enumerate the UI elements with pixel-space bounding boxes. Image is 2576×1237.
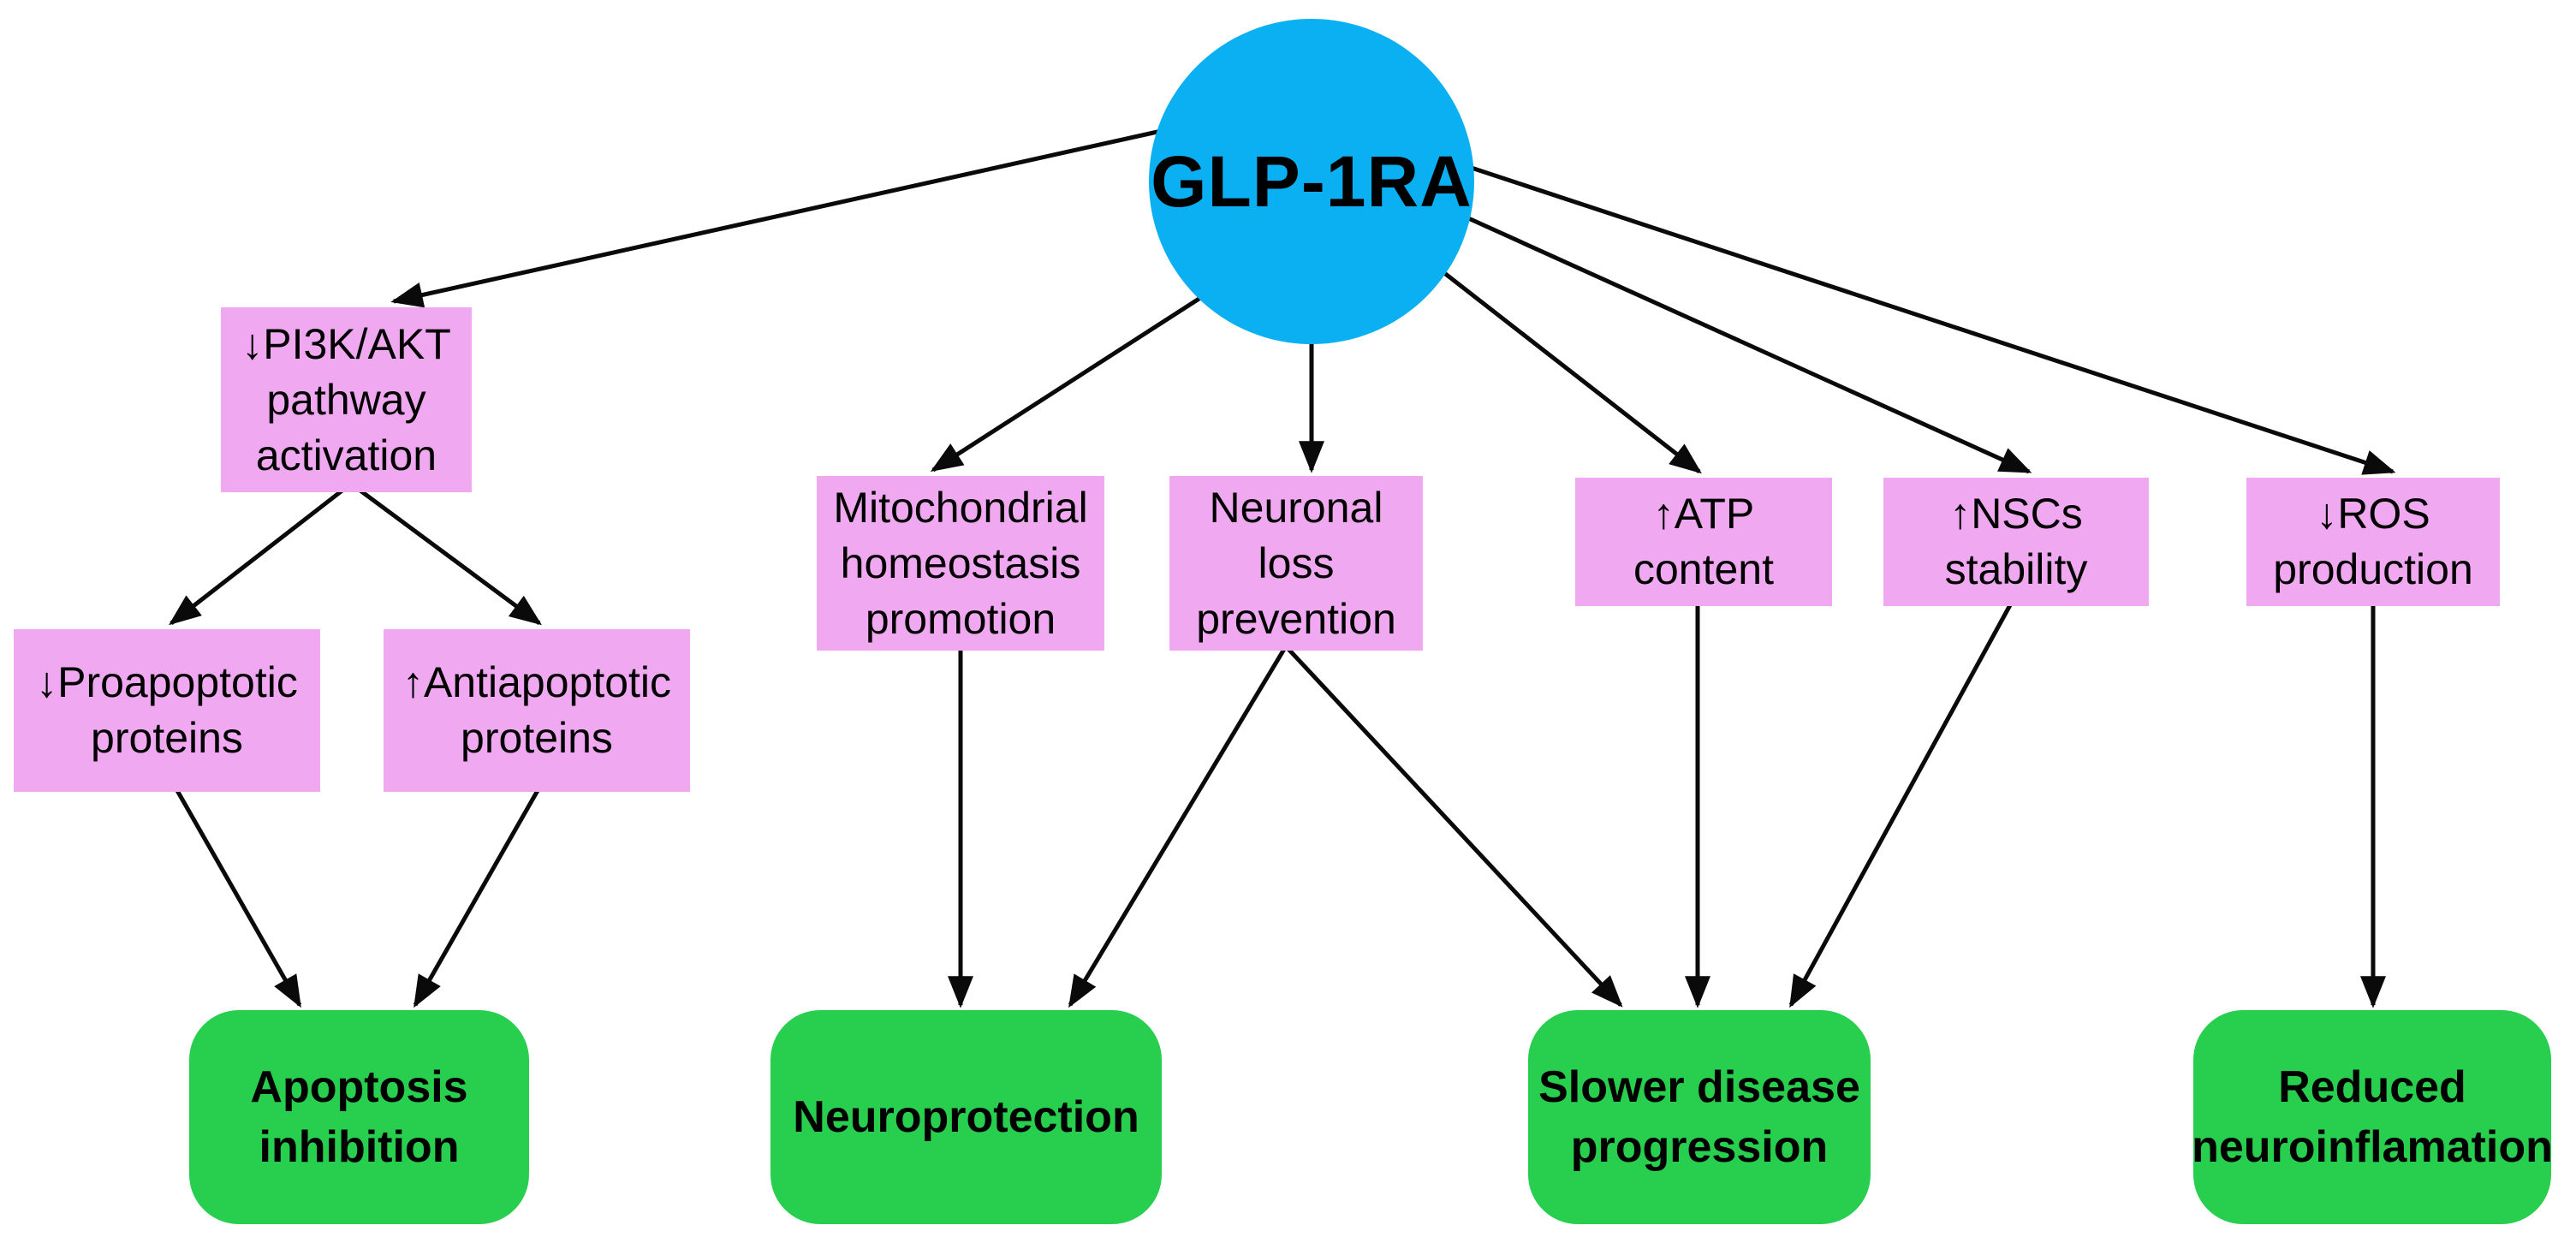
node-apoptosis-inhibition: Apoptosis inhibition <box>189 1010 529 1224</box>
arrow-antiapoptotic-to-apoptosis <box>413 786 542 1008</box>
arrow-pi3k-to-antiapoptotic <box>349 481 543 626</box>
node-atp-content: ↑ATP content <box>1575 478 1832 606</box>
node-reduced-neuroinflamation: Reduced neuroinflamation <box>2192 1010 2553 1224</box>
arrow-glp1ra-to-atp <box>1411 247 1702 474</box>
node-antiapoptotic-proteins: ↑Antiapoptotic proteins <box>384 629 690 792</box>
node-ros-production: ↓ROS production <box>2246 478 2500 606</box>
arrow-neuronal-to-neuroprotection <box>1068 645 1288 1008</box>
node-neuronal-loss-prevention: Neuronal loss prevention <box>1169 476 1423 651</box>
arrow-glp1ra-to-ros <box>1416 147 2396 475</box>
arrow-pi3k-to-proapoptotic <box>169 482 353 626</box>
node-mitochondrial-homeostasis: Mitochondrial homeostasis promotion <box>817 476 1104 651</box>
arrow-glp1ra-to-mitochondrial <box>930 280 1226 473</box>
node-pi3k-akt-pathway: ↓PI3K/AKT pathway activation <box>221 307 472 492</box>
arrow-proapoptotic-to-apoptosis <box>173 786 302 1008</box>
node-slower-disease-progression: Slower disease progression <box>1528 1010 1871 1224</box>
arrow-nscs-to-slower <box>1788 602 2014 1008</box>
node-neuroprotection: Neuroprotection <box>770 1010 1162 1224</box>
node-nscs-stability: ↑NSCs stability <box>1883 478 2149 606</box>
arrow-neuronal-to-slower <box>1284 645 1623 1008</box>
arrow-glp1ra-to-pi3k <box>390 126 1174 308</box>
node-proapoptotic-proteins: ↓Proapoptotic proteins <box>14 629 320 792</box>
arrow-glp1ra-to-nscs <box>1419 194 2032 474</box>
node-glp1ra: GLP-1RA <box>1149 19 1474 344</box>
